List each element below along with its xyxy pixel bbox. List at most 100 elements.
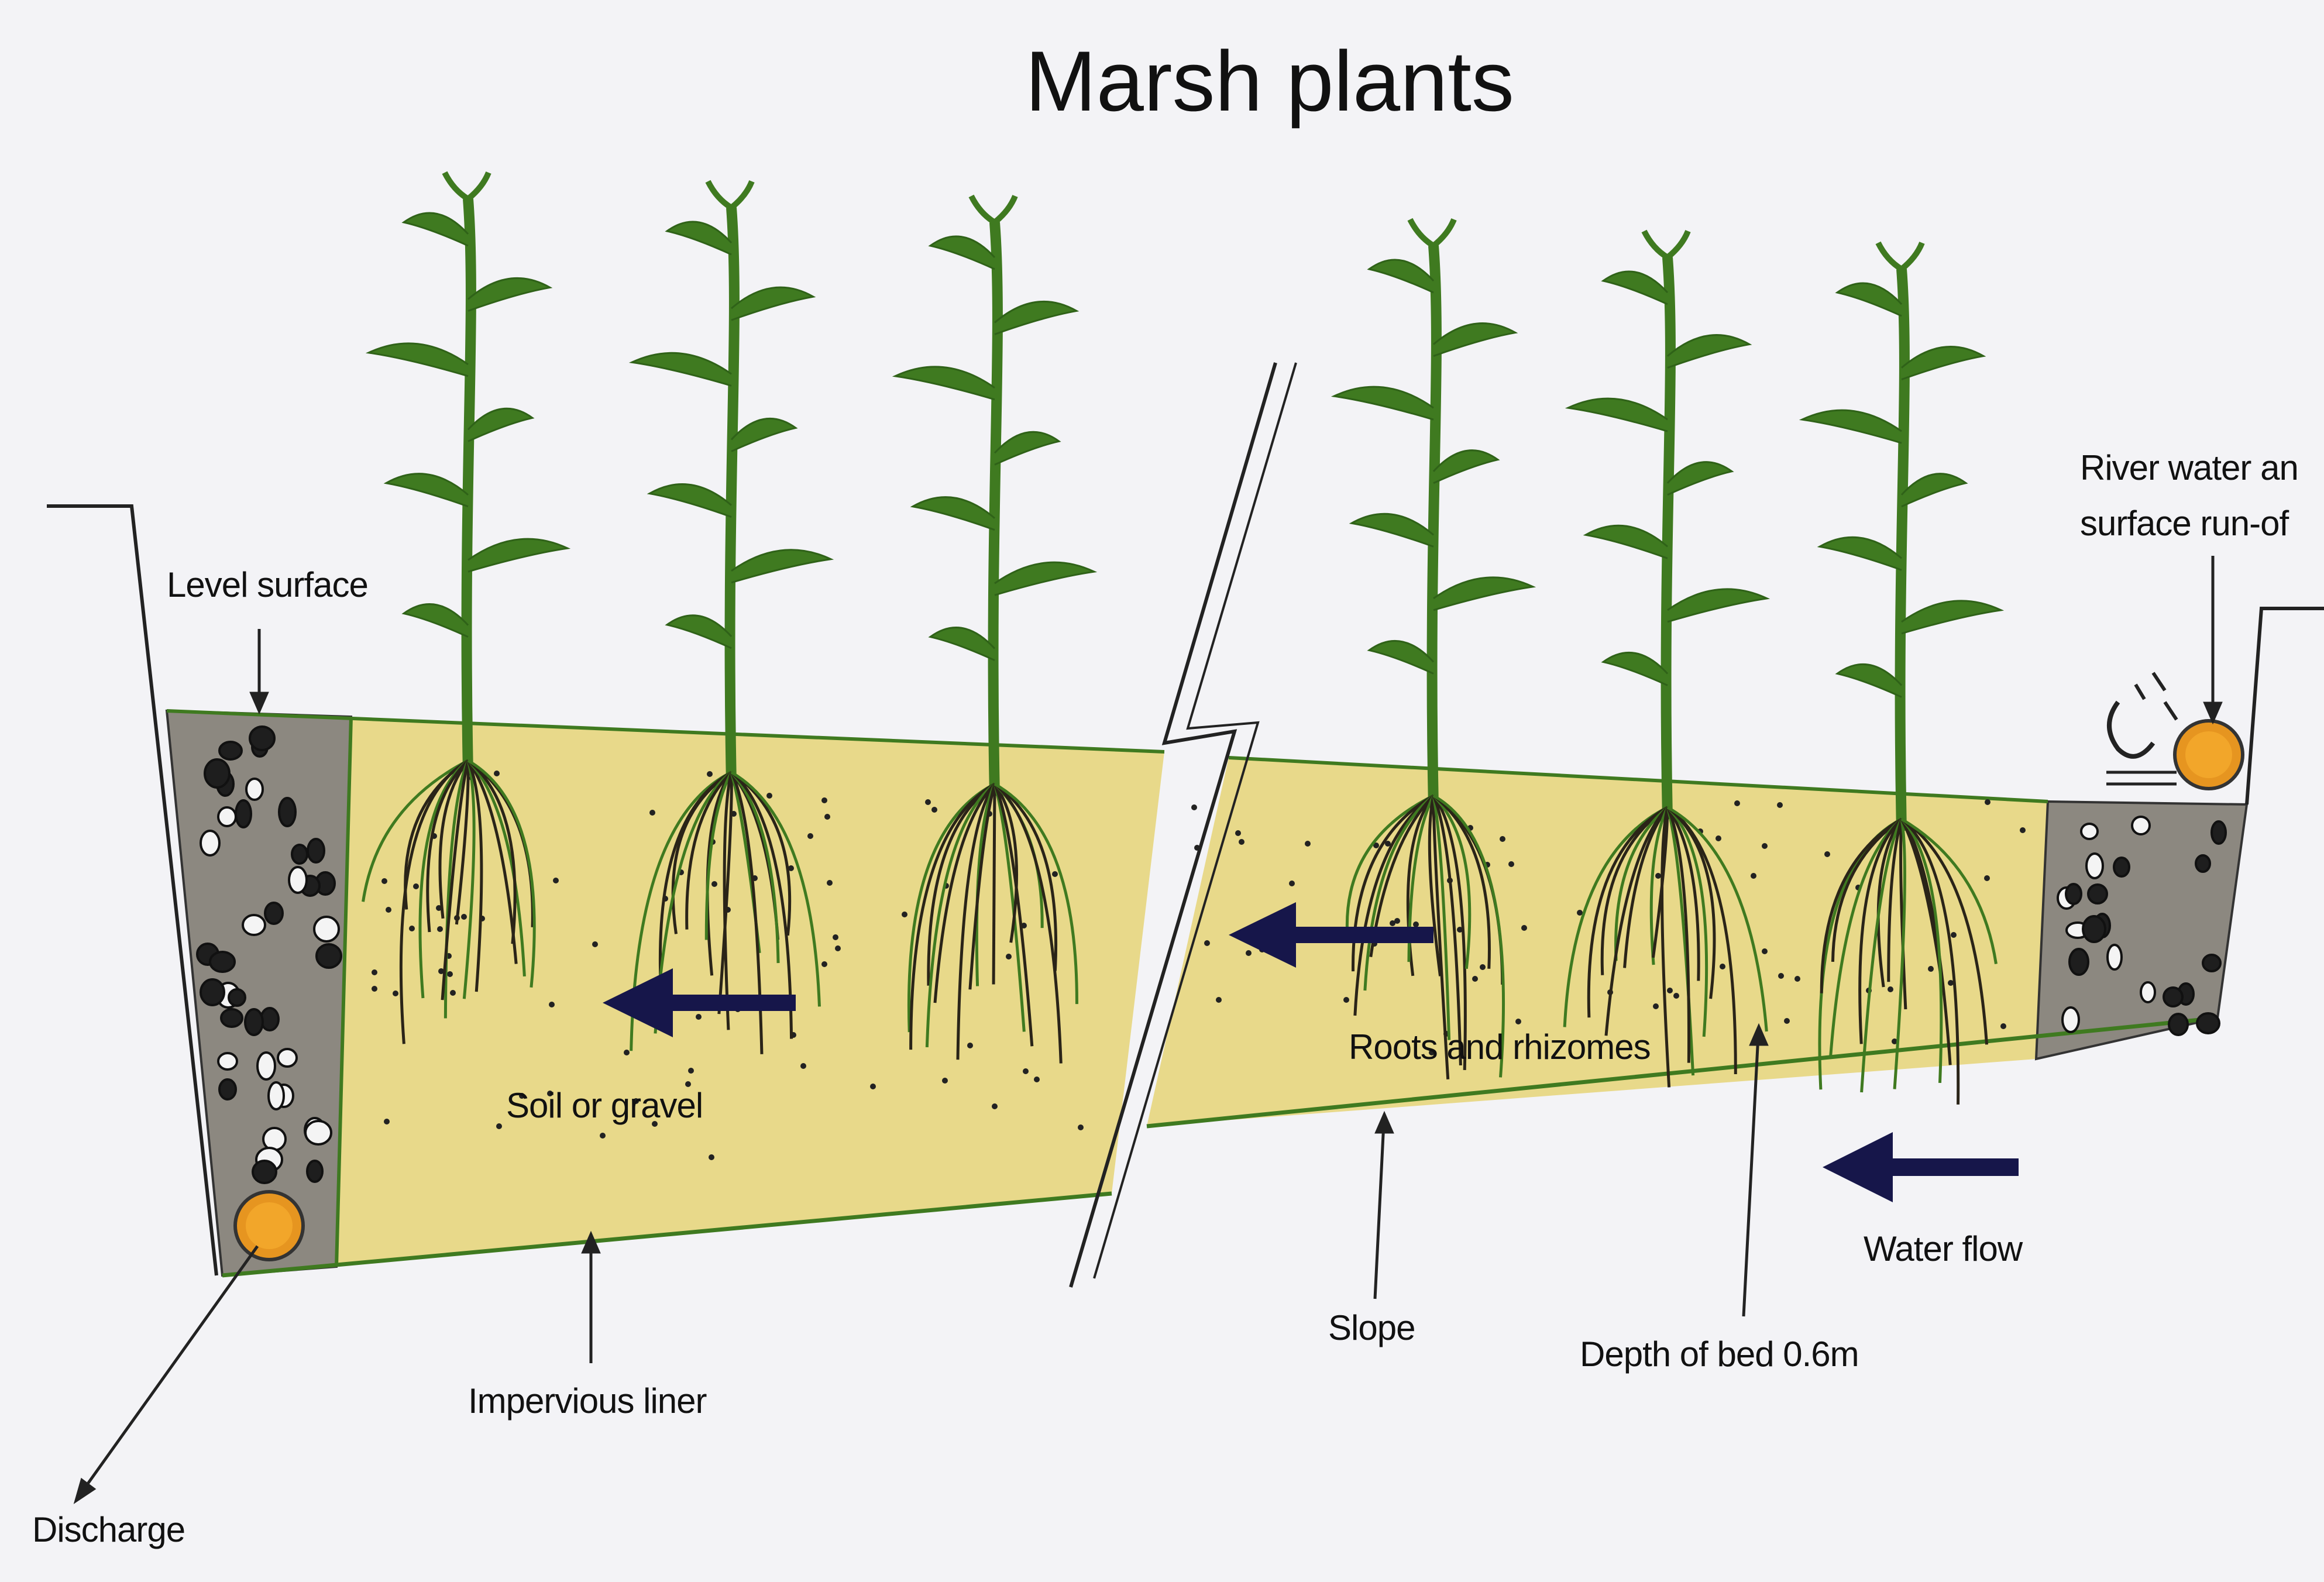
soil-dot bbox=[381, 878, 387, 884]
discharge-pipe-icon bbox=[235, 1192, 303, 1260]
soil-dot bbox=[925, 799, 931, 805]
pebble bbox=[2197, 1013, 2219, 1033]
pebble bbox=[201, 831, 219, 855]
soil-dot bbox=[1305, 841, 1311, 847]
soil-dot bbox=[707, 771, 713, 777]
reed-plant-icon bbox=[632, 181, 831, 784]
soil-dot bbox=[600, 1133, 606, 1139]
pebble bbox=[229, 989, 245, 1006]
pebble bbox=[2066, 884, 2081, 904]
pebble bbox=[246, 779, 263, 800]
pebble bbox=[2212, 821, 2226, 844]
pebble bbox=[201, 979, 224, 1005]
soil-dot bbox=[1984, 875, 1990, 881]
label-roots-and-rhizomes: Roots and rhizomes bbox=[1349, 1027, 1651, 1067]
pebble bbox=[243, 915, 265, 935]
soil-dot bbox=[1951, 932, 1957, 938]
soil-dot bbox=[1480, 964, 1486, 970]
soil-dot bbox=[824, 814, 830, 820]
pebble bbox=[2196, 855, 2210, 872]
soil-dot bbox=[1216, 997, 1222, 1003]
soil-dot bbox=[1824, 851, 1830, 857]
soil-dot bbox=[461, 914, 467, 920]
soil-dot bbox=[800, 1063, 806, 1069]
label-slope: Slope bbox=[1328, 1308, 1415, 1348]
soil-dot bbox=[1888, 986, 1893, 992]
soil-dot bbox=[1673, 993, 1679, 999]
soil-dot bbox=[931, 807, 937, 813]
soil-dot bbox=[1246, 950, 1252, 956]
soil-dot bbox=[1500, 836, 1505, 842]
soil-dot bbox=[1413, 921, 1419, 927]
soil-dot bbox=[1751, 873, 1756, 879]
label-soil-or-gravel: Soil or gravel bbox=[506, 1085, 703, 1126]
reed-plant-icon bbox=[369, 173, 568, 772]
pebble bbox=[289, 867, 307, 893]
soil-dot bbox=[827, 880, 833, 886]
pebble bbox=[2108, 945, 2122, 969]
pebble bbox=[279, 798, 295, 826]
soil-dot bbox=[1191, 804, 1197, 810]
right-bank-outline bbox=[2247, 608, 2324, 804]
soil-dot bbox=[833, 934, 838, 940]
pebble bbox=[2081, 824, 2098, 839]
reed-plant-icon bbox=[1802, 243, 2001, 831]
soil-dot bbox=[1655, 873, 1661, 879]
soil-dot bbox=[967, 1043, 973, 1048]
soil-dot bbox=[2000, 1023, 2006, 1029]
soil-dot bbox=[1577, 910, 1583, 916]
soil-dot bbox=[807, 833, 813, 839]
soil-dot bbox=[1239, 839, 1244, 845]
soil-dot bbox=[1734, 800, 1740, 806]
soil-dot bbox=[1052, 871, 1058, 877]
soil-dot bbox=[1777, 802, 1783, 808]
pebble bbox=[210, 952, 235, 972]
pebble bbox=[221, 1009, 242, 1027]
soil-dot bbox=[624, 1050, 630, 1055]
pebble bbox=[219, 1079, 236, 1099]
pebble bbox=[205, 759, 229, 787]
soil-dot bbox=[1720, 964, 1725, 969]
soil-dot bbox=[1204, 940, 1210, 946]
soil-dot bbox=[766, 793, 772, 799]
soil-dot bbox=[413, 883, 419, 889]
pebble bbox=[219, 742, 242, 759]
reed-plant-icon bbox=[1334, 219, 1533, 807]
label-river-water-line2: surface run-of bbox=[2080, 503, 2288, 544]
pebble bbox=[263, 1128, 286, 1150]
pebble bbox=[2141, 982, 2155, 1002]
water-flow-arrow-icon bbox=[1823, 1132, 2019, 1202]
pebble bbox=[236, 800, 251, 827]
label-river-water-line1: River water an bbox=[2080, 448, 2298, 488]
soil-dot bbox=[821, 961, 827, 967]
pebble bbox=[307, 1161, 322, 1182]
soil-dot bbox=[1194, 845, 1200, 851]
diagram-title: Marsh plants bbox=[1018, 32, 1521, 130]
pebble bbox=[305, 1121, 331, 1144]
soil-dot bbox=[393, 991, 398, 996]
soil-dot bbox=[1985, 799, 1990, 805]
soil-dot bbox=[870, 1084, 876, 1089]
soil-dot bbox=[821, 797, 827, 803]
soil-dot bbox=[1716, 835, 1721, 841]
pebble bbox=[265, 903, 283, 924]
soil-dot bbox=[384, 1119, 390, 1124]
soil-dot bbox=[649, 810, 655, 816]
label-depth-of-bed: Depth of bed 0.6m bbox=[1580, 1334, 1859, 1374]
soil-dot bbox=[1521, 925, 1527, 931]
soil-dot bbox=[1508, 861, 1514, 867]
soil-dot bbox=[409, 926, 415, 931]
soil-dot bbox=[942, 1078, 948, 1084]
soil-dot bbox=[1034, 1077, 1040, 1082]
soil-dot bbox=[1515, 1019, 1521, 1024]
soil-dot bbox=[549, 1002, 555, 1007]
soil-dot bbox=[709, 1154, 714, 1160]
soil-dot bbox=[2020, 827, 2026, 833]
pebble bbox=[278, 1049, 297, 1067]
pebble bbox=[2069, 949, 2088, 975]
soil-dot bbox=[1794, 976, 1800, 982]
soil-dot bbox=[447, 971, 453, 977]
pebble bbox=[257, 1053, 275, 1079]
soil-dot bbox=[902, 912, 907, 917]
